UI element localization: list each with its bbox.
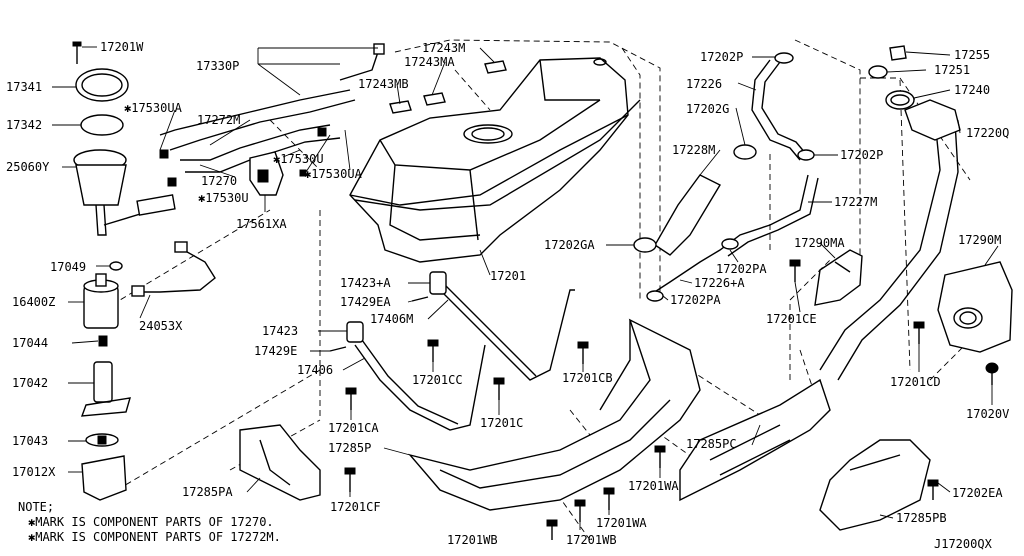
label-17202PA-2: 17202PA [670,293,721,307]
filler-hoses [633,45,1013,385]
label-17342: 17342 [6,118,42,132]
label-17243MA: 17243MA [404,55,455,69]
part-labels: 17201W 17341 17342 25060Y ✱17530UA 17272… [6,40,1009,551]
label-17285P: 17285P [328,441,371,455]
label-17406: 17406 [297,363,333,377]
label-17201WA-1: 17201WA [596,516,647,530]
label-17429E: 17429E [254,344,297,358]
label-17290MA: 17290MA [794,236,845,250]
label-17201CB: 17201CB [562,371,613,385]
label-17530U-2: ✱17530U [273,152,324,166]
label-17285PC: 17285PC [686,437,737,451]
label-17530UA-2: ✱17530UA [304,167,363,181]
label-17020V: 17020V [966,407,1009,421]
label-17243M: 17243M [422,41,465,55]
label-17561XA: 17561XA [236,217,287,231]
label-17201CE: 17201CE [766,312,817,326]
label-17429EA: 17429EA [340,295,391,309]
notes: NOTE; ✱MARK IS COMPONENT PARTS OF 17270.… [18,500,281,544]
label-17530UA-1: ✱17530UA [124,101,183,115]
label-17201CC: 17201CC [412,373,463,387]
label-17201: 17201 [490,269,526,283]
label-17201WA-2: 17201WA [628,479,679,493]
label-17226A: 17226+A [694,276,745,290]
fuel-tank [349,57,641,263]
fuel-pump-module [72,41,385,501]
label-17201CA: 17201CA [328,421,379,435]
label-17012X: 17012X [12,465,56,479]
label-17270: 17270 [201,174,237,188]
label-17202P-2: 17202P [840,148,883,162]
label-25060Y: 25060Y [6,160,50,174]
label-17201CD: 17201CD [890,375,941,389]
label-17202GA: 17202GA [544,238,595,252]
label-17228M: 17228M [672,143,715,157]
label-17285PA: 17285PA [182,485,233,499]
label-17202EA: 17202EA [952,486,1003,500]
label-17240: 17240 [954,83,990,97]
label-17202G: 17202G [686,102,729,116]
diagram-code: J17200QX [934,537,993,551]
label-17341: 17341 [6,80,42,94]
label-17330P: 17330P [196,59,239,73]
label-17423: 17423 [262,324,298,338]
label-16400Z: 16400Z [12,295,55,309]
label-17530U-1: ✱17530U [198,191,249,205]
label-17406M: 17406M [370,312,413,326]
label-17290M: 17290M [958,233,1001,247]
label-17255: 17255 [954,48,990,62]
label-17226: 17226 [686,77,722,91]
label-17202P-1: 17202P [700,50,743,64]
leader-lines [52,46,999,540]
label-24053X: 24053X [139,319,183,333]
tank-pads [389,60,507,114]
label-17201WB-1: 17201WB [447,533,498,547]
label-17201C: 17201C [480,416,523,430]
label-17043: 17043 [12,434,48,448]
label-17042: 17042 [12,376,48,390]
label-17201W: 17201W [100,40,144,54]
label-17251: 17251 [934,63,970,77]
label-17272M: 17272M [197,113,240,127]
label-17044: 17044 [12,336,48,350]
label-17243MB: 17243MB [358,77,409,91]
label-17049: 17049 [50,260,86,274]
under-shield [239,318,939,540]
note-line-1: ✱MARK IS COMPONENT PARTS OF 17270. [28,515,274,529]
label-17227M: 17227M [834,195,877,209]
label-17202PA-1: 17202PA [716,262,767,276]
label-17423A: 17423+A [340,276,391,290]
label-17285PB: 17285PB [896,511,947,525]
label-17201WB-2: 17201WB [566,533,617,547]
note-title: NOTE; [18,500,54,514]
tank-straps [329,259,925,431]
label-17220Q: 17220Q [966,126,1009,140]
note-line-2: ✱MARK IS COMPONENT PARTS OF 17272M. [28,530,281,544]
label-17201CF: 17201CF [330,500,381,514]
